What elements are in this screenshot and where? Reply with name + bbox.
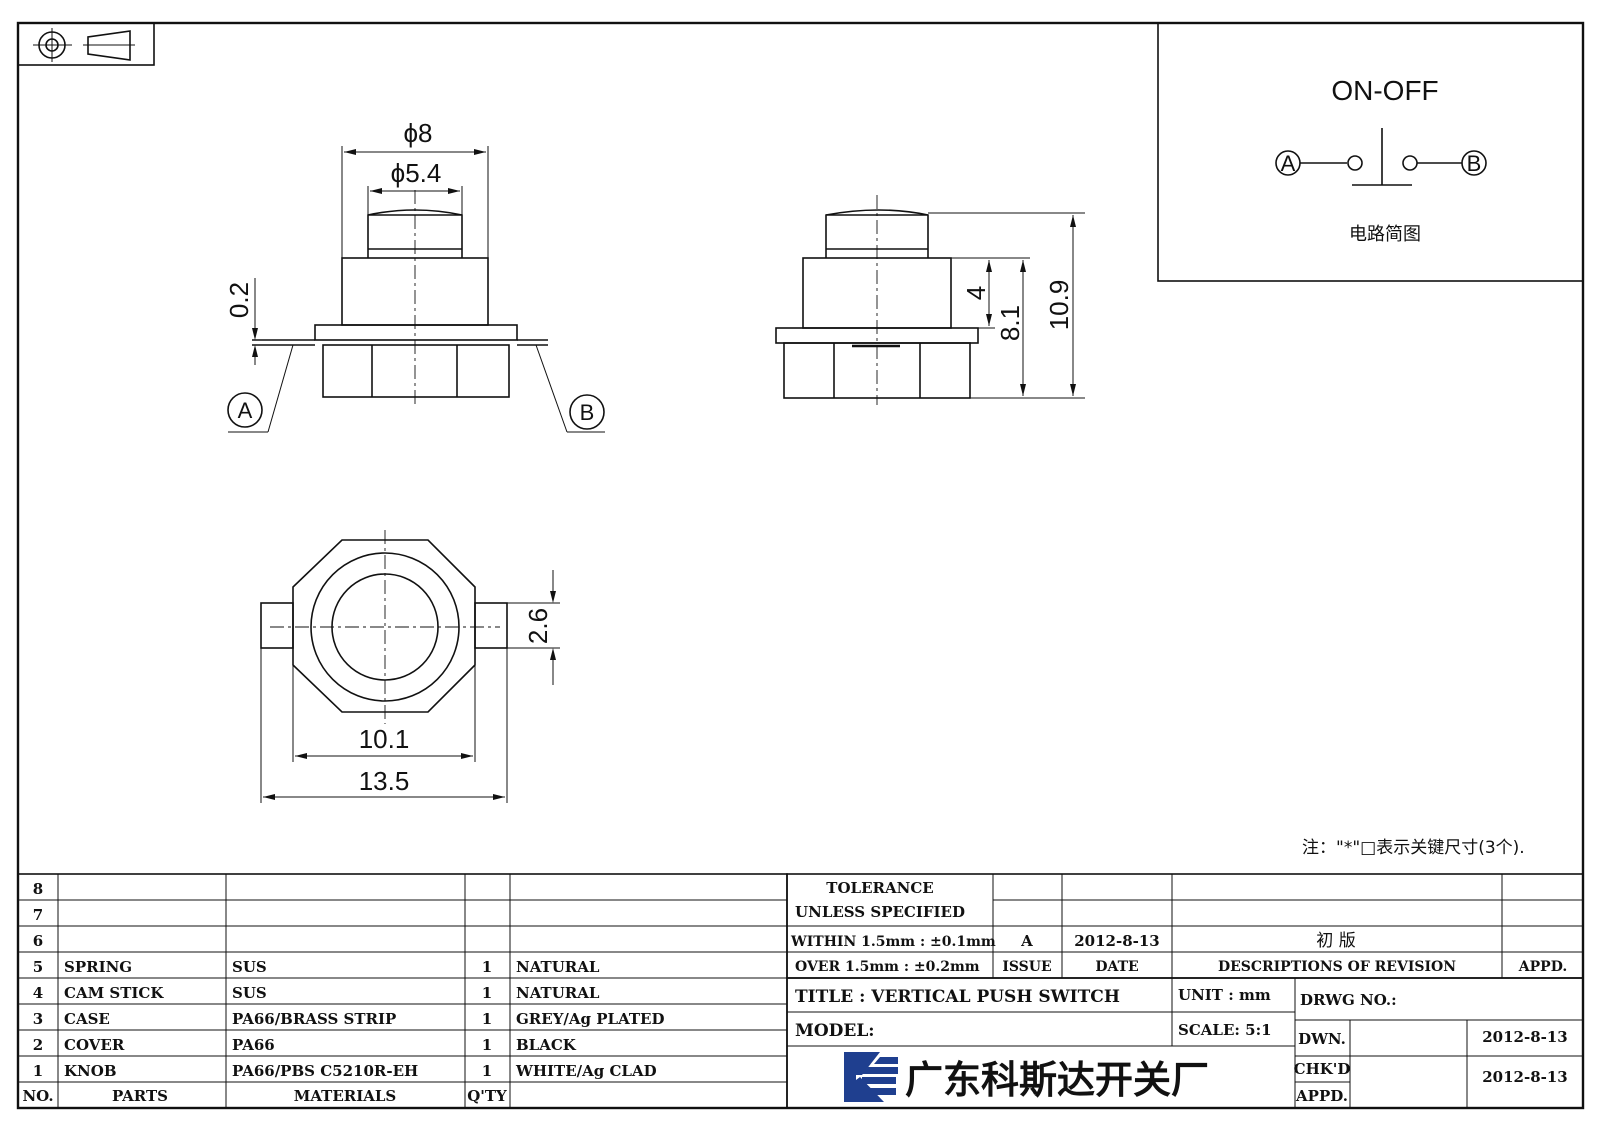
- svg-text:NATURAL: NATURAL: [516, 958, 600, 976]
- svg-text:WHITE/Ag CLAD: WHITE/Ag CLAD: [515, 1062, 657, 1080]
- bom-row: 7: [33, 906, 43, 924]
- dim-knob-inner: ϕ5.4: [391, 158, 442, 188]
- drawing-title: TITLE : VERTICAL PUSH SWITCH: [795, 987, 1120, 1007]
- company-logo-icon: [844, 1052, 898, 1102]
- checked-date: 2012-8-13: [1482, 1068, 1568, 1086]
- svg-text:1: 1: [482, 984, 492, 1002]
- description-header: DESCRIPTIONS OF REVISION: [1218, 959, 1456, 975]
- terminal-b-label: B: [1467, 151, 1482, 176]
- third-angle-projection-icon: [17, 22, 155, 66]
- svg-text:SUS: SUS: [232, 958, 267, 976]
- svg-text:COVER: COVER: [64, 1036, 125, 1054]
- dim-lead-span: 13.5: [359, 766, 410, 796]
- svg-text:1: 1: [482, 1062, 492, 1080]
- circuit-diagram: ON-OFF A B 电路简图: [1157, 22, 1584, 282]
- dim-body-width: 10.1: [359, 724, 410, 754]
- tolerance-subtitle: UNLESS SPECIFIED: [795, 903, 965, 921]
- svg-text:1: 1: [482, 1010, 492, 1028]
- svg-text:7: 7: [33, 906, 43, 924]
- date-header: DATE: [1095, 959, 1138, 975]
- svg-text:SPRING: SPRING: [64, 958, 132, 976]
- svg-text:1: 1: [482, 1036, 492, 1054]
- svg-text:2: 2: [33, 1036, 43, 1054]
- circuit-caption: 电路简图: [1349, 224, 1421, 245]
- dim-knob-travel: 4: [961, 286, 991, 300]
- svg-text:4: 4: [33, 984, 43, 1002]
- tolerance-within: WITHIN 1.5mm : ±0.1mm: [790, 934, 996, 950]
- svg-text:PA66/PBS C5210R-EH: PA66/PBS C5210R-EH: [232, 1062, 418, 1080]
- approved-label: APPD.: [1295, 1087, 1348, 1105]
- appd-header: APPD.: [1518, 959, 1567, 975]
- unit-label: UNIT : mm: [1178, 986, 1271, 1004]
- title-block: TITLE : VERTICAL PUSH SWITCH MODEL: UNIT…: [786, 977, 1584, 1109]
- bom-row: 3 CASE PA66/BRASS STRIP 1 GREY/Ag PLATED: [33, 1010, 665, 1028]
- revision-block: TOLERANCE UNLESS SPECIFIED WITHIN 1.5mm …: [786, 873, 1584, 979]
- revision-issue: A: [1020, 932, 1033, 950]
- svg-text:NATURAL: NATURAL: [516, 984, 600, 1002]
- svg-text:8: 8: [33, 880, 43, 898]
- bom-row: 1 KNOB PA66/PBS C5210R-EH 1 WHITE/Ag CLA…: [33, 1062, 657, 1080]
- svg-text:6: 6: [33, 932, 43, 950]
- bom-row: 2 COVER PA66 1 BLACK: [33, 1036, 577, 1054]
- svg-text:Q'TY: Q'TY: [467, 1087, 507, 1105]
- svg-text:PARTS: PARTS: [112, 1087, 168, 1105]
- svg-text:5: 5: [33, 958, 43, 976]
- revision-date: 2012-8-13: [1074, 932, 1160, 950]
- circuit-title: ON-OFF: [1331, 75, 1438, 106]
- bom-row: 5 SPRING SUS 1 NATURAL: [33, 958, 600, 976]
- svg-text:BLACK: BLACK: [516, 1036, 577, 1054]
- svg-text:NO.: NO.: [22, 1087, 53, 1105]
- svg-text:PA66/BRASS STRIP: PA66/BRASS STRIP: [232, 1010, 396, 1028]
- svg-text:CASE: CASE: [64, 1010, 110, 1028]
- drawing-number-label: DRWG NO.:: [1300, 991, 1397, 1009]
- svg-text:1: 1: [482, 958, 492, 976]
- svg-text:3: 3: [33, 1010, 43, 1028]
- dim-body-height: 8.1: [995, 305, 1025, 341]
- company-name: 广东科斯达开关厂: [905, 1058, 1209, 1102]
- dim-lead-thickness: 0.2: [224, 282, 254, 318]
- drawn-label: DWN.: [1298, 1030, 1346, 1048]
- callout-a: A: [238, 398, 253, 423]
- svg-text:1: 1: [33, 1062, 43, 1080]
- dim-total-height: 10.9: [1044, 280, 1074, 331]
- top-view: 2.6 10.1 13.5: [260, 530, 560, 803]
- svg-text:SUS: SUS: [232, 984, 267, 1002]
- terminal-a-label: A: [1281, 151, 1296, 176]
- terminal-b-circle: [1461, 150, 1487, 176]
- svg-text:PA66: PA66: [232, 1036, 275, 1054]
- key-dimension-note: 注："*"□表示关键尺寸(3个).: [1302, 838, 1525, 858]
- revision-description: 初 版: [1316, 931, 1355, 951]
- scale-label: SCALE: 5:1: [1178, 1021, 1272, 1039]
- bom-row: 8: [33, 880, 43, 898]
- svg-text:GREY/Ag PLATED: GREY/Ag PLATED: [516, 1010, 665, 1028]
- bom-row: 4 CAM STICK SUS 1 NATURAL: [33, 984, 600, 1002]
- bom-header: NO. PARTS MATERIALS Q'TY: [22, 1087, 507, 1105]
- bom-table: 8 7 6 5 SPRING SUS 1 NATURAL 4 CAM STICK…: [17, 873, 788, 1109]
- checked-label: CHK'D: [1294, 1060, 1351, 1078]
- callout-b: B: [580, 400, 595, 425]
- dim-lead-width: 2.6: [523, 608, 553, 644]
- svg-text:MATERIALS: MATERIALS: [294, 1087, 397, 1105]
- issue-header: ISSUE: [1002, 959, 1051, 975]
- dim-knob-outer: ϕ8: [403, 118, 432, 148]
- model-label: MODEL:: [795, 1021, 875, 1041]
- svg-text:CAM STICK: CAM STICK: [64, 984, 164, 1002]
- svg-text:KNOB: KNOB: [64, 1062, 117, 1080]
- front-view: ϕ8 ϕ5.4 0.2 A B: [224, 118, 605, 433]
- tolerance-title: TOLERANCE: [826, 879, 933, 897]
- drawn-date: 2012-8-13: [1482, 1028, 1568, 1046]
- tolerance-over: OVER 1.5mm : ±0.2mm: [795, 959, 980, 975]
- side-view: 4 8.1 10.9: [775, 195, 1085, 405]
- bom-row: 6: [33, 932, 43, 950]
